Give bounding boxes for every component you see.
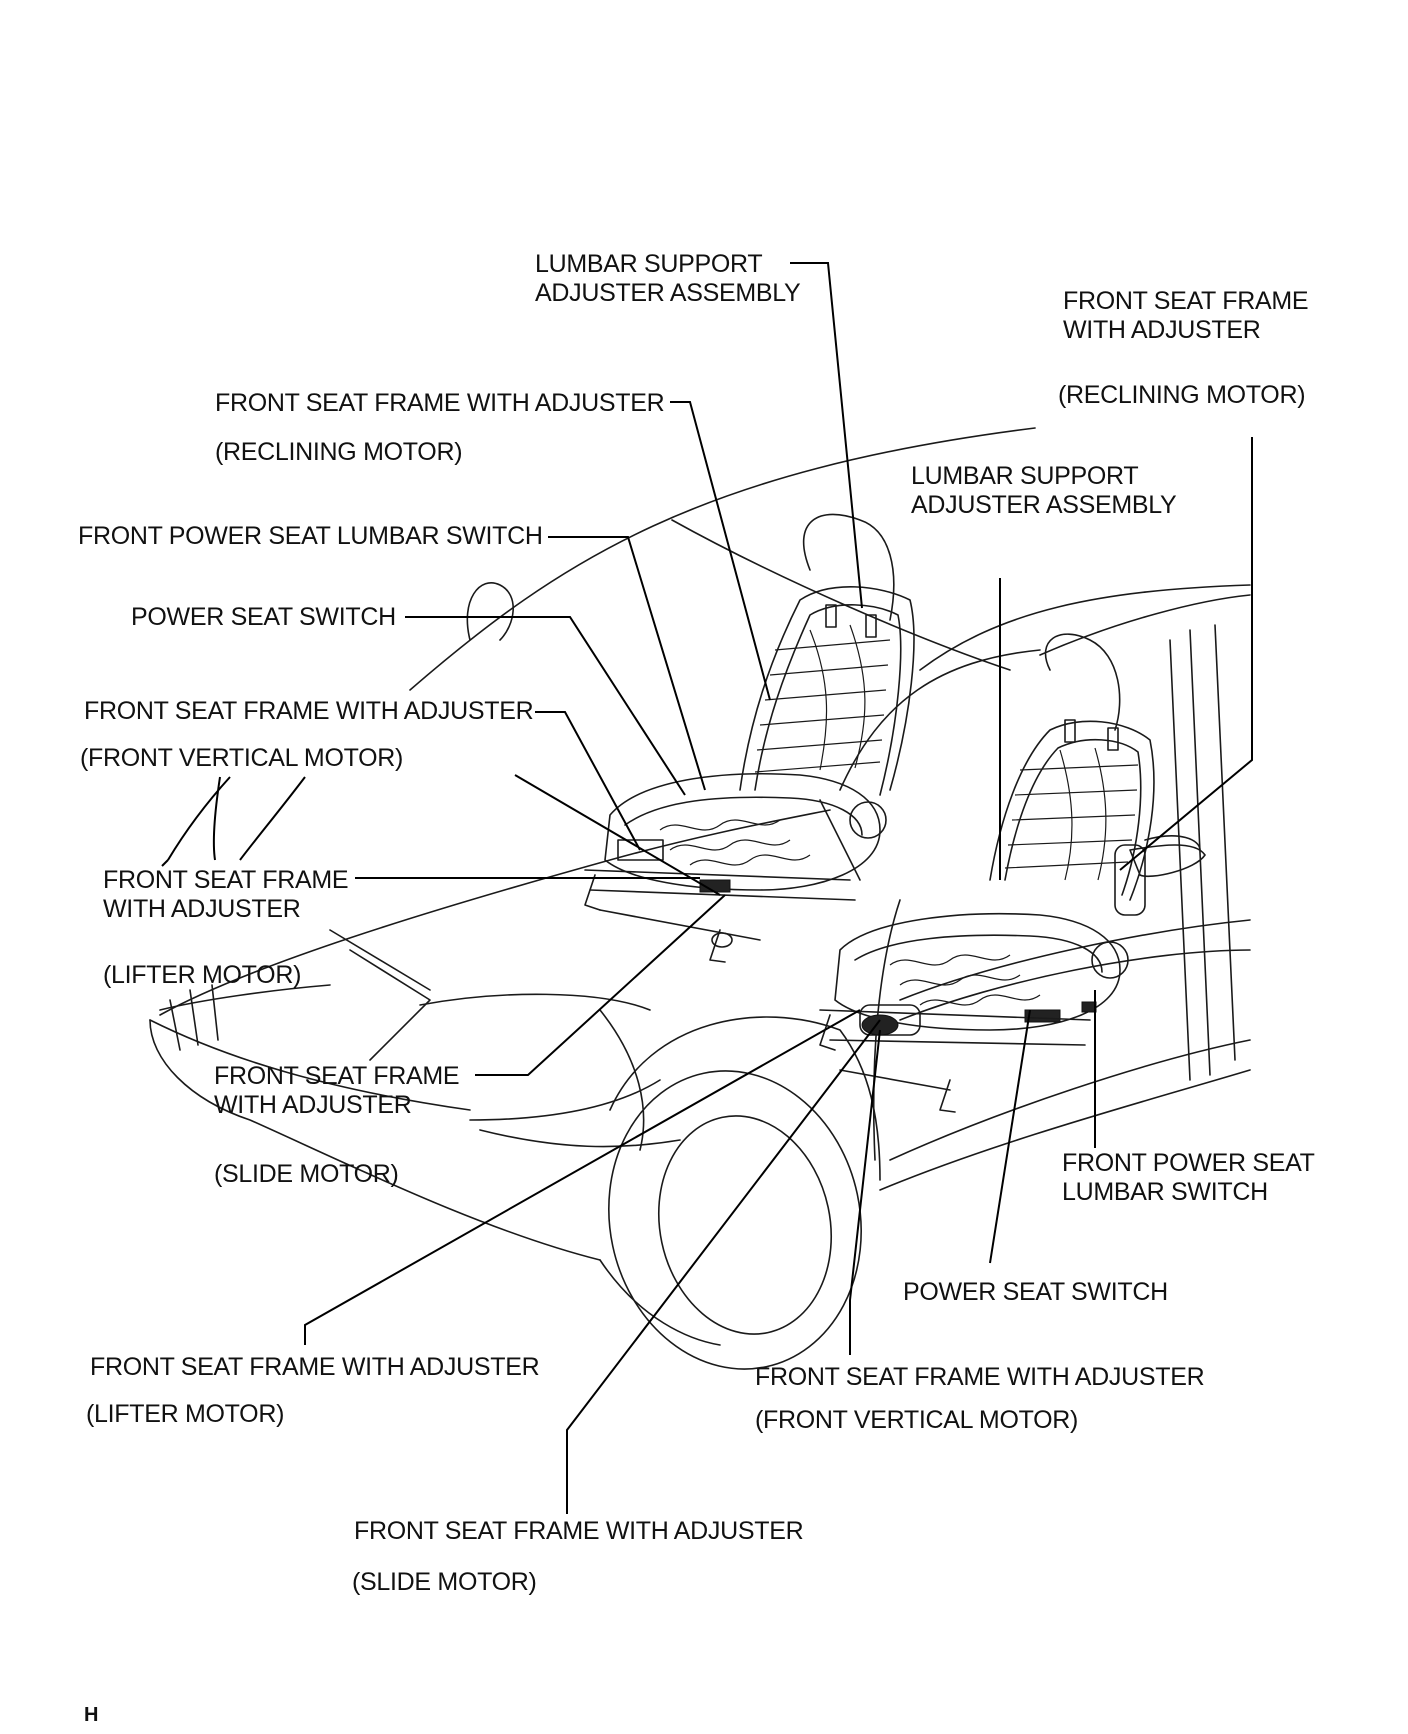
headrests [466,513,1121,731]
label-frame-slide-left: FRONT SEAT FRAME WITH ADJUSTER (SLIDE MO… [214,1062,460,1188]
label-power-seat-switch-right: POWER SEAT SWITCH [903,1278,1168,1306]
label-frame-lifter-left: FRONT SEAT FRAME WITH ADJUSTER (LIFTER M… [103,866,349,989]
label-lumbar-switch-right: FRONT POWER SEAT LUMBAR SWITCH [1062,1149,1315,1206]
label-lumbar-support-top: LUMBAR SUPPORT ADJUSTER ASSEMBLY [535,250,801,307]
label-frame-vertical-left: FRONT SEAT FRAME WITH ADJUSTER (FRONT VE… [80,697,534,772]
label-lumbar-switch-left: FRONT POWER SEAT LUMBAR SWITCH [78,522,543,550]
left-seat-frame [584,586,915,963]
label-frame-vertical-bottom: FRONT SEAT FRAME WITH ADJUSTER (FRONT VE… [755,1363,1205,1434]
label-frame-lifter-bottom: FRONT SEAT FRAME WITH ADJUSTER (LIFTER M… [86,1353,540,1428]
label-frame-reclining-right: FRONT SEAT FRAME WITH ADJUSTER (RECLININ… [1058,287,1309,409]
label-frame-slide-bottom: FRONT SEAT FRAME WITH ADJUSTER (SLIDE MO… [352,1517,804,1596]
right-seat-frame [819,719,1155,1113]
label-lumbar-support-right: LUMBAR SUPPORT ADJUSTER ASSEMBLY [911,462,1177,519]
label-frame-reclining-left: FRONT SEAT FRAME WITH ADJUSTER (RECLININ… [215,389,665,466]
corner-mark: H [84,1704,99,1726]
label-power-seat-switch-left: POWER SEAT SWITCH [131,603,396,631]
vehicle-body-outline [149,427,1251,1370]
leader-lines [161,262,1253,1514]
